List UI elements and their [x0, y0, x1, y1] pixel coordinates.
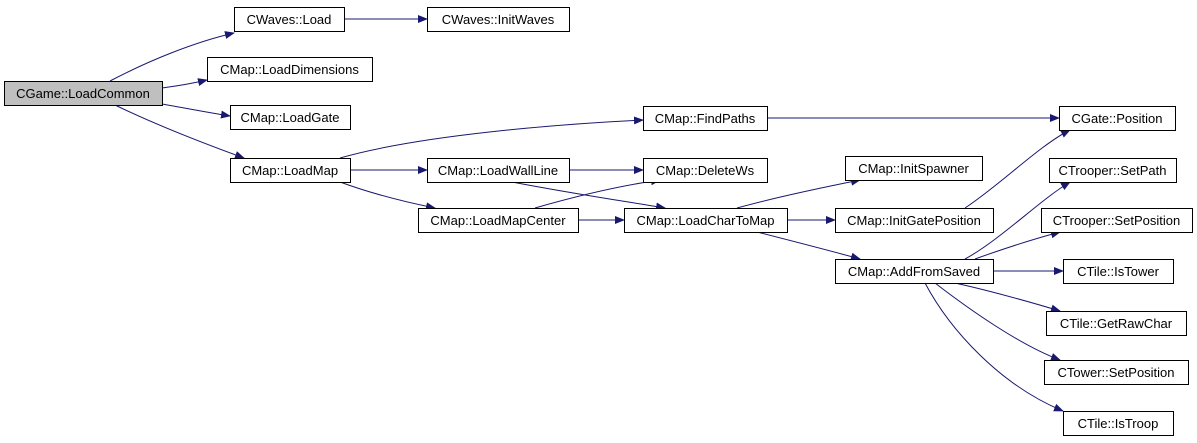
node-box	[427, 7, 570, 32]
node-label: CWaves::InitWaves	[442, 12, 555, 27]
node-box	[1059, 106, 1176, 131]
edge-loadwallline-to-loadchartomap	[511, 181, 666, 211]
edge-loadcommon-to-loaddims	[161, 78, 208, 89]
node-label: CMap::LoadGate	[240, 110, 339, 125]
node-label: CMap::LoadCharToMap	[636, 213, 774, 228]
node-istower[interactable]: CTile::IsTower	[1063, 259, 1174, 284]
node-box	[1063, 411, 1174, 436]
node-gatepos[interactable]: CGate::Position	[1059, 106, 1176, 131]
edge-initgatepos-to-gatepos	[964, 129, 1071, 209]
node-label: CGate::Position	[1071, 111, 1162, 126]
node-label: CMap::AddFromSaved	[848, 264, 980, 279]
node-loaddims[interactable]: CMap::LoadDimensions	[207, 57, 373, 82]
node-label: CMap::DeleteWs	[656, 163, 755, 178]
node-label: CMap::InitGatePosition	[847, 213, 981, 228]
edge-loadcommon-to-loadgate	[161, 103, 231, 119]
node-box	[1046, 311, 1187, 336]
node-box	[1063, 259, 1174, 284]
edges-layer	[109, 15, 1071, 412]
node-initspawner[interactable]: CMap::InitSpawner	[845, 156, 983, 181]
edge-loadmap-to-loadmapcenter	[339, 181, 436, 211]
node-waves_load[interactable]: CWaves::Load	[234, 7, 345, 32]
node-initwaves[interactable]: CWaves::InitWaves	[427, 7, 570, 32]
node-box	[643, 106, 768, 131]
node-label: CMap::InitSpawner	[858, 161, 969, 176]
node-box	[230, 158, 351, 183]
node-box	[1041, 208, 1193, 233]
node-label: CWaves::Load	[247, 12, 332, 27]
node-trooper_setpos[interactable]: CTrooper::SetPosition	[1041, 208, 1193, 233]
node-label: CMap::LoadMap	[242, 163, 338, 178]
node-box	[624, 208, 788, 233]
edge-addfromsaved-to-getrawchar	[954, 282, 1061, 313]
node-getrawchar[interactable]: CTile::GetRawChar	[1046, 311, 1187, 336]
node-label: CTile::IsTroop	[1078, 416, 1159, 431]
edge-loadcommon-to-waves_load	[109, 31, 235, 82]
node-box	[230, 105, 351, 130]
node-tower_setpos[interactable]: CTower::SetPosition	[1044, 360, 1189, 385]
edge-addfromsaved-to-setpath	[964, 181, 1071, 260]
node-loadwallline[interactable]: CMap::LoadWallLine	[427, 158, 570, 183]
node-deletews[interactable]: CMap::DeleteWs	[643, 158, 768, 183]
node-box	[427, 158, 570, 183]
node-loadcommon[interactable]: CGame::LoadCommon	[4, 81, 163, 106]
node-loadmapcenter[interactable]: CMap::LoadMapCenter	[418, 208, 579, 233]
node-loadchartomap[interactable]: CMap::LoadCharToMap	[624, 208, 788, 233]
node-box	[418, 208, 579, 233]
node-istroop[interactable]: CTile::IsTroop	[1063, 411, 1174, 436]
node-loadgate[interactable]: CMap::LoadGate	[230, 105, 351, 130]
node-label: CTrooper::SetPosition	[1053, 213, 1180, 228]
node-box	[234, 7, 345, 32]
node-box	[207, 57, 373, 82]
edge-addfromsaved-to-istroop	[924, 282, 1064, 412]
node-box	[1044, 360, 1189, 385]
node-box	[845, 156, 983, 181]
node-label: CTile::IsTower	[1077, 264, 1160, 279]
node-label: CGame::LoadCommon	[16, 86, 150, 101]
node-label: CMap::LoadWallLine	[438, 163, 558, 178]
nodes-layer: CGame::LoadCommon CWaves::Load CWaves::Ini…	[4, 7, 1193, 436]
node-box	[4, 81, 163, 106]
node-label: CTile::GetRawChar	[1060, 316, 1173, 331]
node-findpaths[interactable]: CMap::FindPaths	[643, 106, 768, 131]
node-setpath[interactable]: CTrooper::SetPath	[1049, 158, 1177, 183]
edge-loadmap-to-findpaths	[339, 116, 644, 159]
edge-loadcommon-to-loadmap	[114, 104, 245, 159]
node-box	[835, 259, 994, 284]
node-initgatepos[interactable]: CMap::InitGatePosition	[835, 208, 994, 233]
node-box	[835, 208, 994, 233]
node-label: CTower::SetPosition	[1057, 365, 1174, 380]
edge-loadchartomap-to-addfromsaved	[756, 231, 861, 261]
node-box	[1049, 158, 1177, 183]
node-label: CMap::LoadMapCenter	[430, 213, 566, 228]
node-label: CMap::FindPaths	[655, 111, 756, 126]
edge-loadchartomap-to-initspawner	[736, 177, 861, 209]
node-loadmap[interactable]: CMap::LoadMap	[230, 158, 351, 183]
node-label: CTrooper::SetPath	[1059, 163, 1167, 178]
node-addfromsaved[interactable]: CMap::AddFromSaved	[835, 259, 994, 284]
edge-addfromsaved-to-trooper_setpos	[974, 230, 1061, 260]
edge-addfromsaved-to-tower_setpos	[934, 282, 1061, 361]
node-box	[643, 158, 768, 183]
node-label: CMap::LoadDimensions	[220, 62, 359, 77]
